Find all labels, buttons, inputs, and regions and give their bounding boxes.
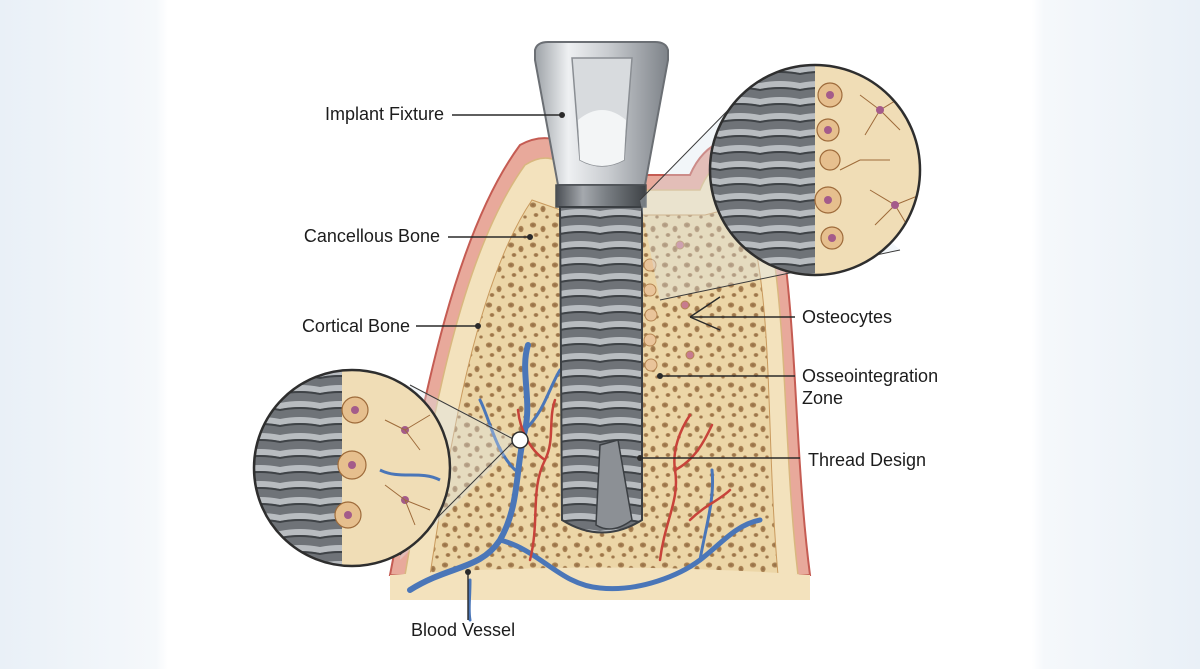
label-thread-design: Thread Design [808, 450, 927, 470]
magnifier-inset-upper [639, 63, 922, 301]
osteocytes-cells [643, 240, 695, 372]
implant-threads [558, 206, 643, 534]
label-osseointegration-zone-line1: Osseointegration [802, 366, 939, 386]
label-blood-vessel: Blood Vessel [411, 620, 516, 640]
blood-vessels [407, 342, 763, 622]
leader-lines [416, 114, 800, 620]
label-cancellous-bone: Cancellous Bone [303, 226, 440, 246]
label-cortical-bone: Cortical Bone [301, 316, 410, 336]
label-osseointegration-zone-line2: Zone [802, 388, 844, 408]
label-implant-fixture: Implant Fixture [324, 104, 444, 124]
magnifier-inset-lower [252, 368, 529, 568]
label-osteocytes: Osteocytes [802, 307, 893, 327]
